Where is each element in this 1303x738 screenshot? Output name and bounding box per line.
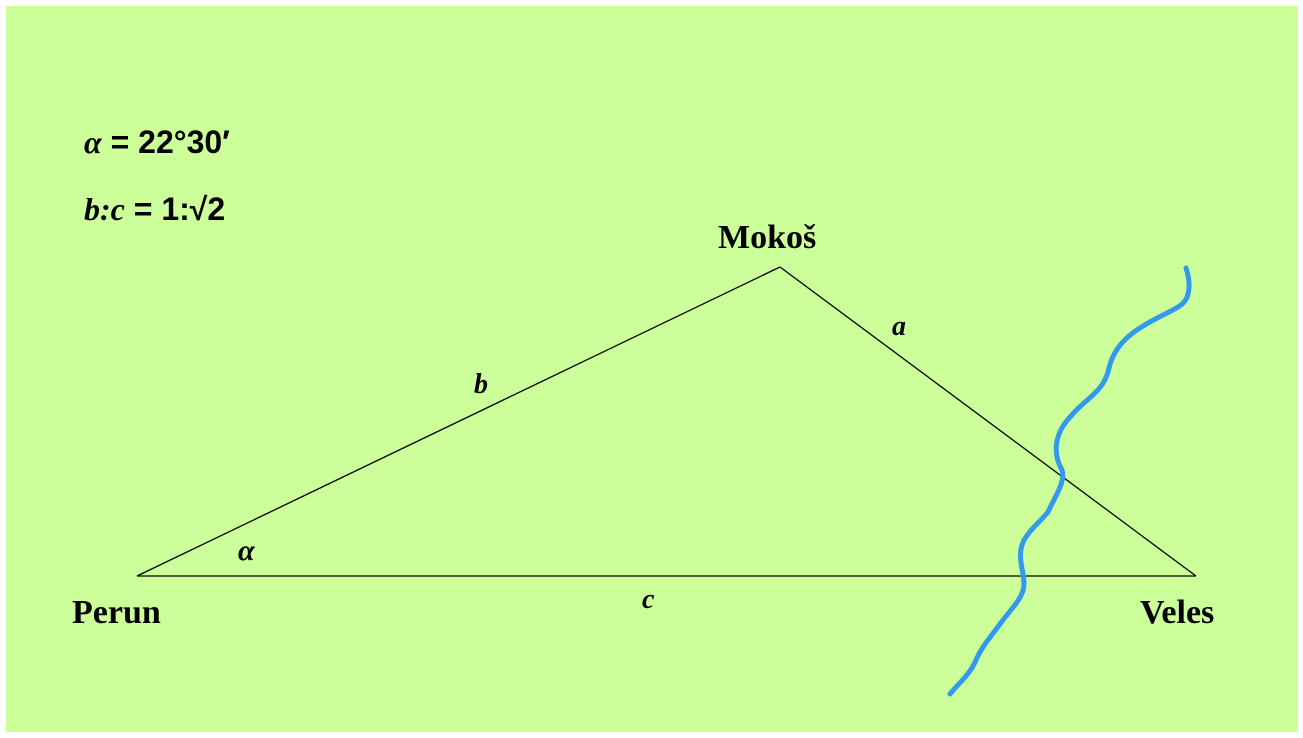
given-ratio-value: = 1:√2 <box>125 191 225 227</box>
triangle-diagram: α = 22°30′ b:c = 1:√2 Mokoš Perun Veles … <box>72 124 1214 697</box>
side-a-label: a <box>892 311 906 342</box>
given-ratio: b:c = 1:√2 <box>84 191 225 227</box>
side-a-line <box>779 266 1197 577</box>
side-b-line <box>136 266 781 577</box>
vertex-mokos-label: Mokoš <box>718 219 816 256</box>
vertex-perun-label: Perun <box>72 594 161 631</box>
river <box>947 265 1192 697</box>
vertex-veles-label: Veles <box>1140 594 1214 631</box>
given-ratio-lhs: b:c <box>84 191 125 227</box>
given-angle: α = 22°30′ <box>84 124 230 160</box>
given-angle-value: = 22°30′ <box>102 124 230 160</box>
side-c-label: c <box>642 584 655 615</box>
side-b-label: b <box>474 369 488 400</box>
angle-alpha-label: α <box>238 534 255 567</box>
diagram-canvas: α = 22°30′ b:c = 1:√2 Mokoš Perun Veles … <box>6 6 1298 732</box>
given-angle-symbol: α <box>84 124 103 160</box>
